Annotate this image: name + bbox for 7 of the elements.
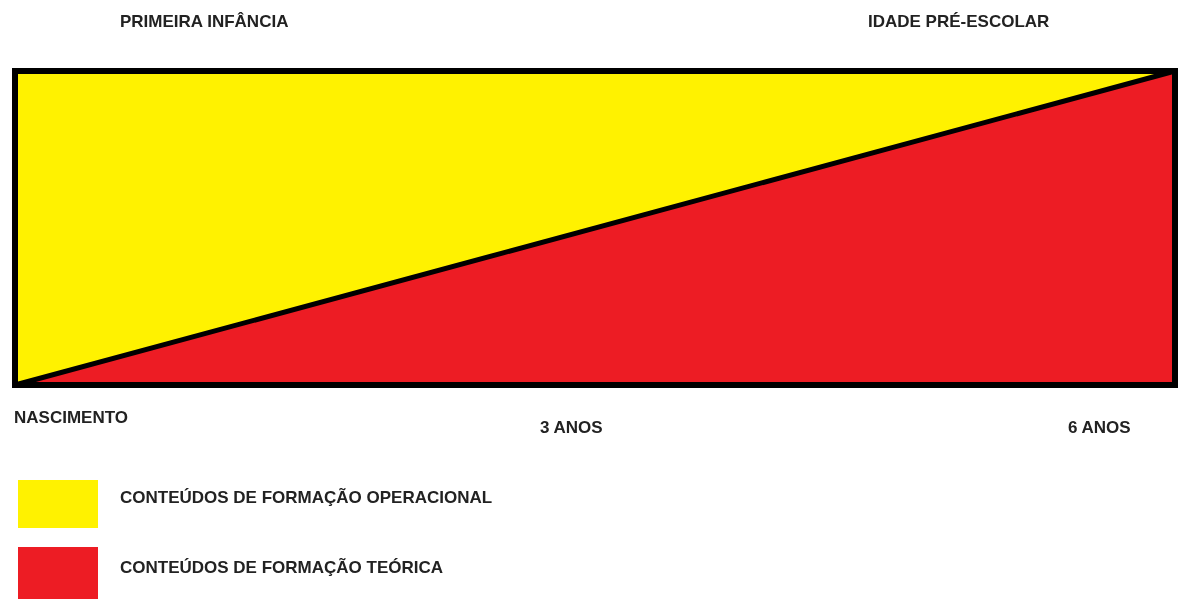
age-label: NASCIMENTO bbox=[14, 408, 128, 428]
legend-label: CONTEÚDOS DE FORMAÇÃO OPERACIONAL bbox=[120, 488, 493, 508]
age-label: 3 ANOS bbox=[540, 418, 603, 438]
legend-label: CONTEÚDOS DE FORMAÇÃO TEÓRICA bbox=[120, 558, 443, 578]
age-label: 6 ANOS bbox=[1068, 418, 1131, 438]
stage-label: PRIMEIRA INFÂNCIA bbox=[120, 12, 289, 32]
stage-label: IDADE PRÉ-ESCOLAR bbox=[868, 12, 1050, 32]
